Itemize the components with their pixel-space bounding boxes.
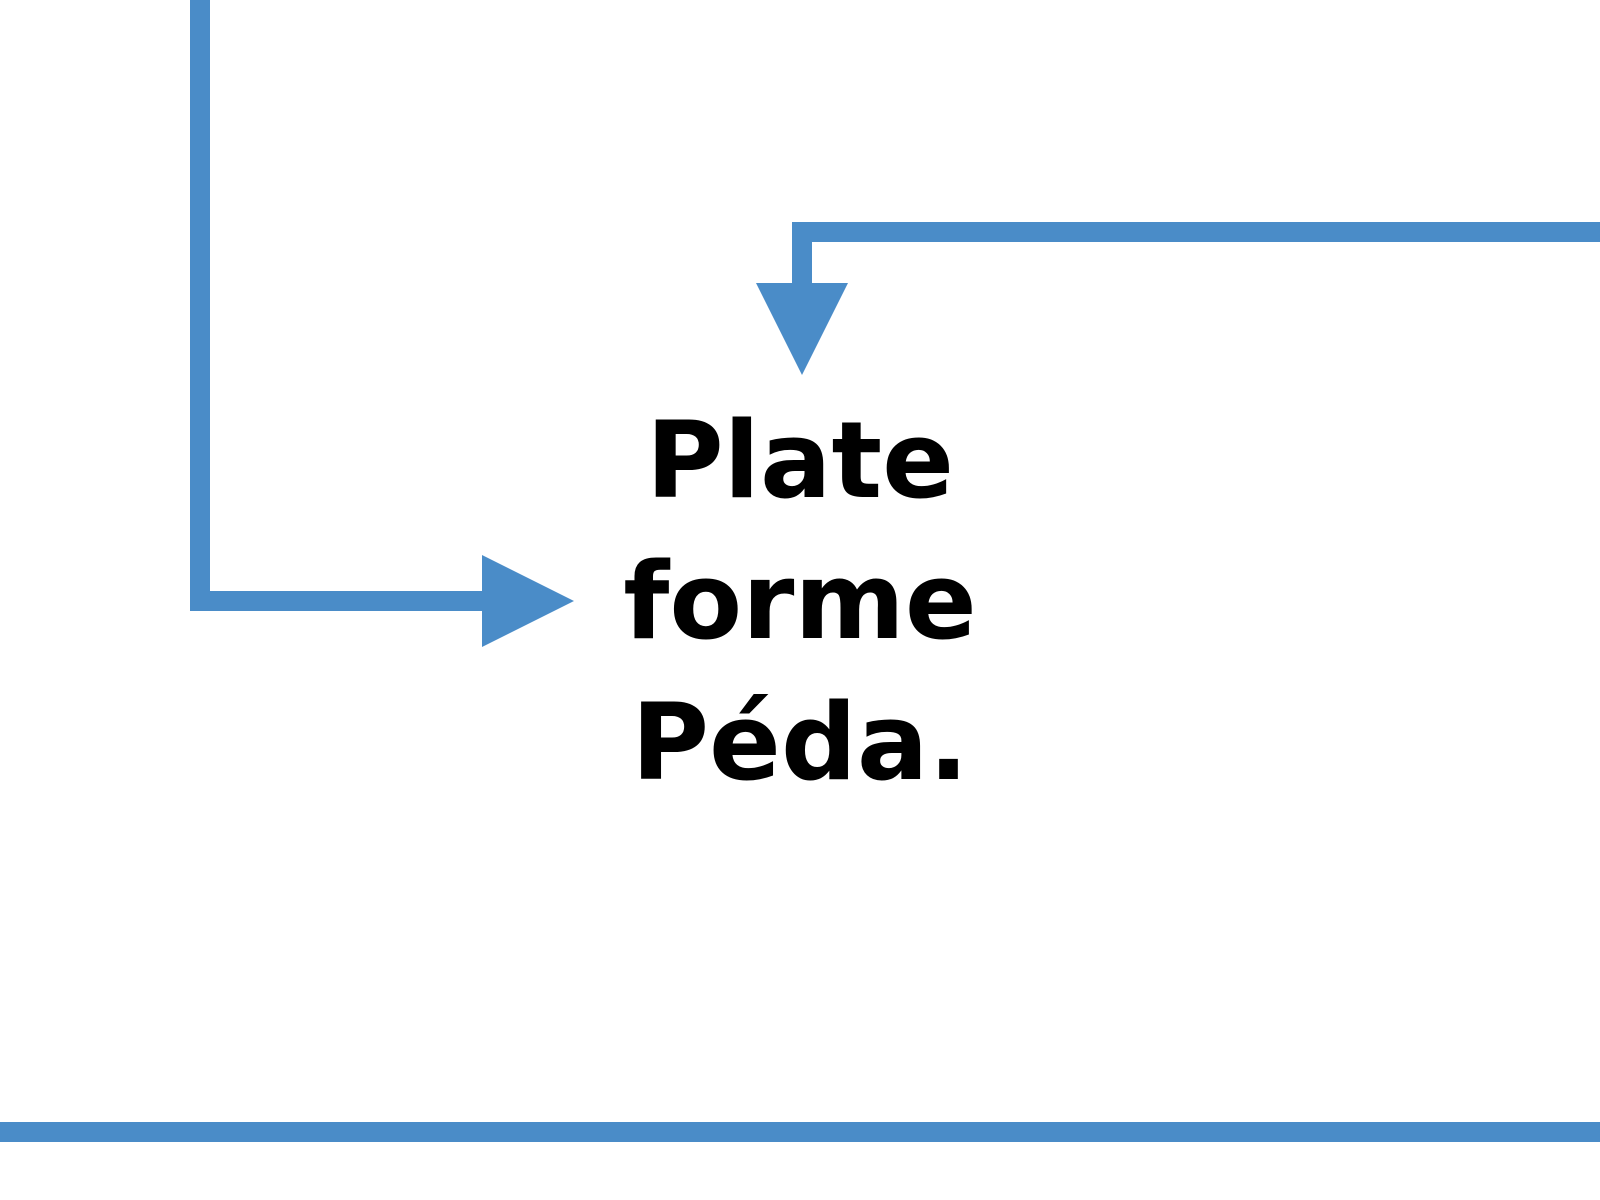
arrowhead-right	[482, 555, 574, 647]
node-label-line-1: Plate	[645, 399, 955, 522]
node-label: Plate forme Péda.	[590, 390, 1010, 813]
connector-left	[190, 0, 482, 611]
node-label-line-3: Péda.	[631, 681, 969, 804]
node-label-line-2: forme	[623, 540, 977, 663]
arrowhead-down	[756, 283, 848, 375]
connector-top	[792, 222, 1600, 283]
